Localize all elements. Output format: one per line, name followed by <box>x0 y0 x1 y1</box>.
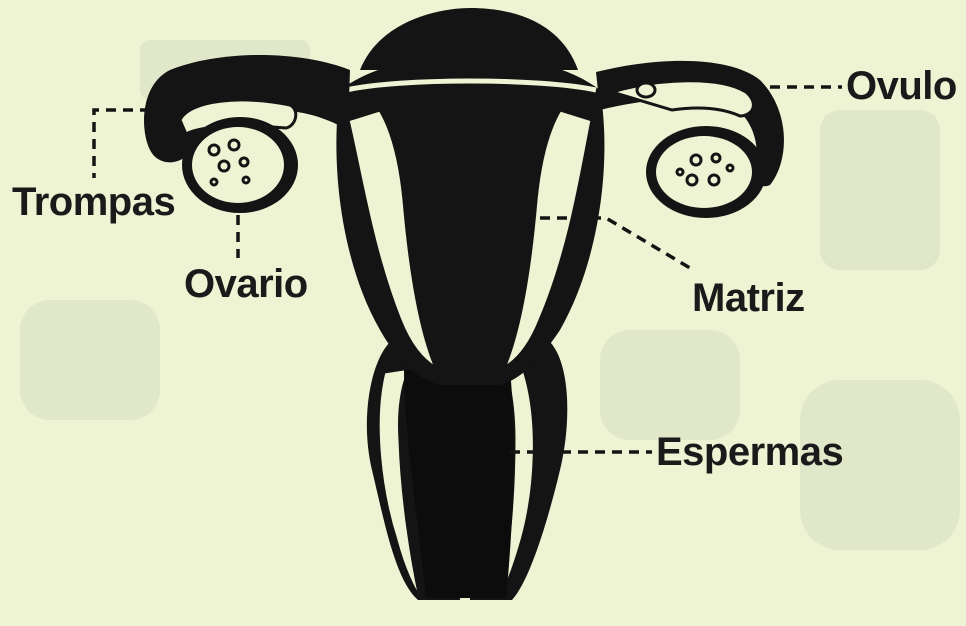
ovum <box>637 83 655 97</box>
label-trompas: Trompas <box>12 182 175 222</box>
left-ovary <box>182 117 298 213</box>
label-ovulo: Ovulo <box>846 66 957 106</box>
right-ovary <box>646 126 766 218</box>
label-espermas: Espermas <box>656 432 843 472</box>
leader-line-trompas <box>94 110 150 178</box>
label-ovario: Ovario <box>184 264 308 304</box>
label-matriz: Matriz <box>692 278 805 318</box>
uterus-body <box>336 8 604 385</box>
